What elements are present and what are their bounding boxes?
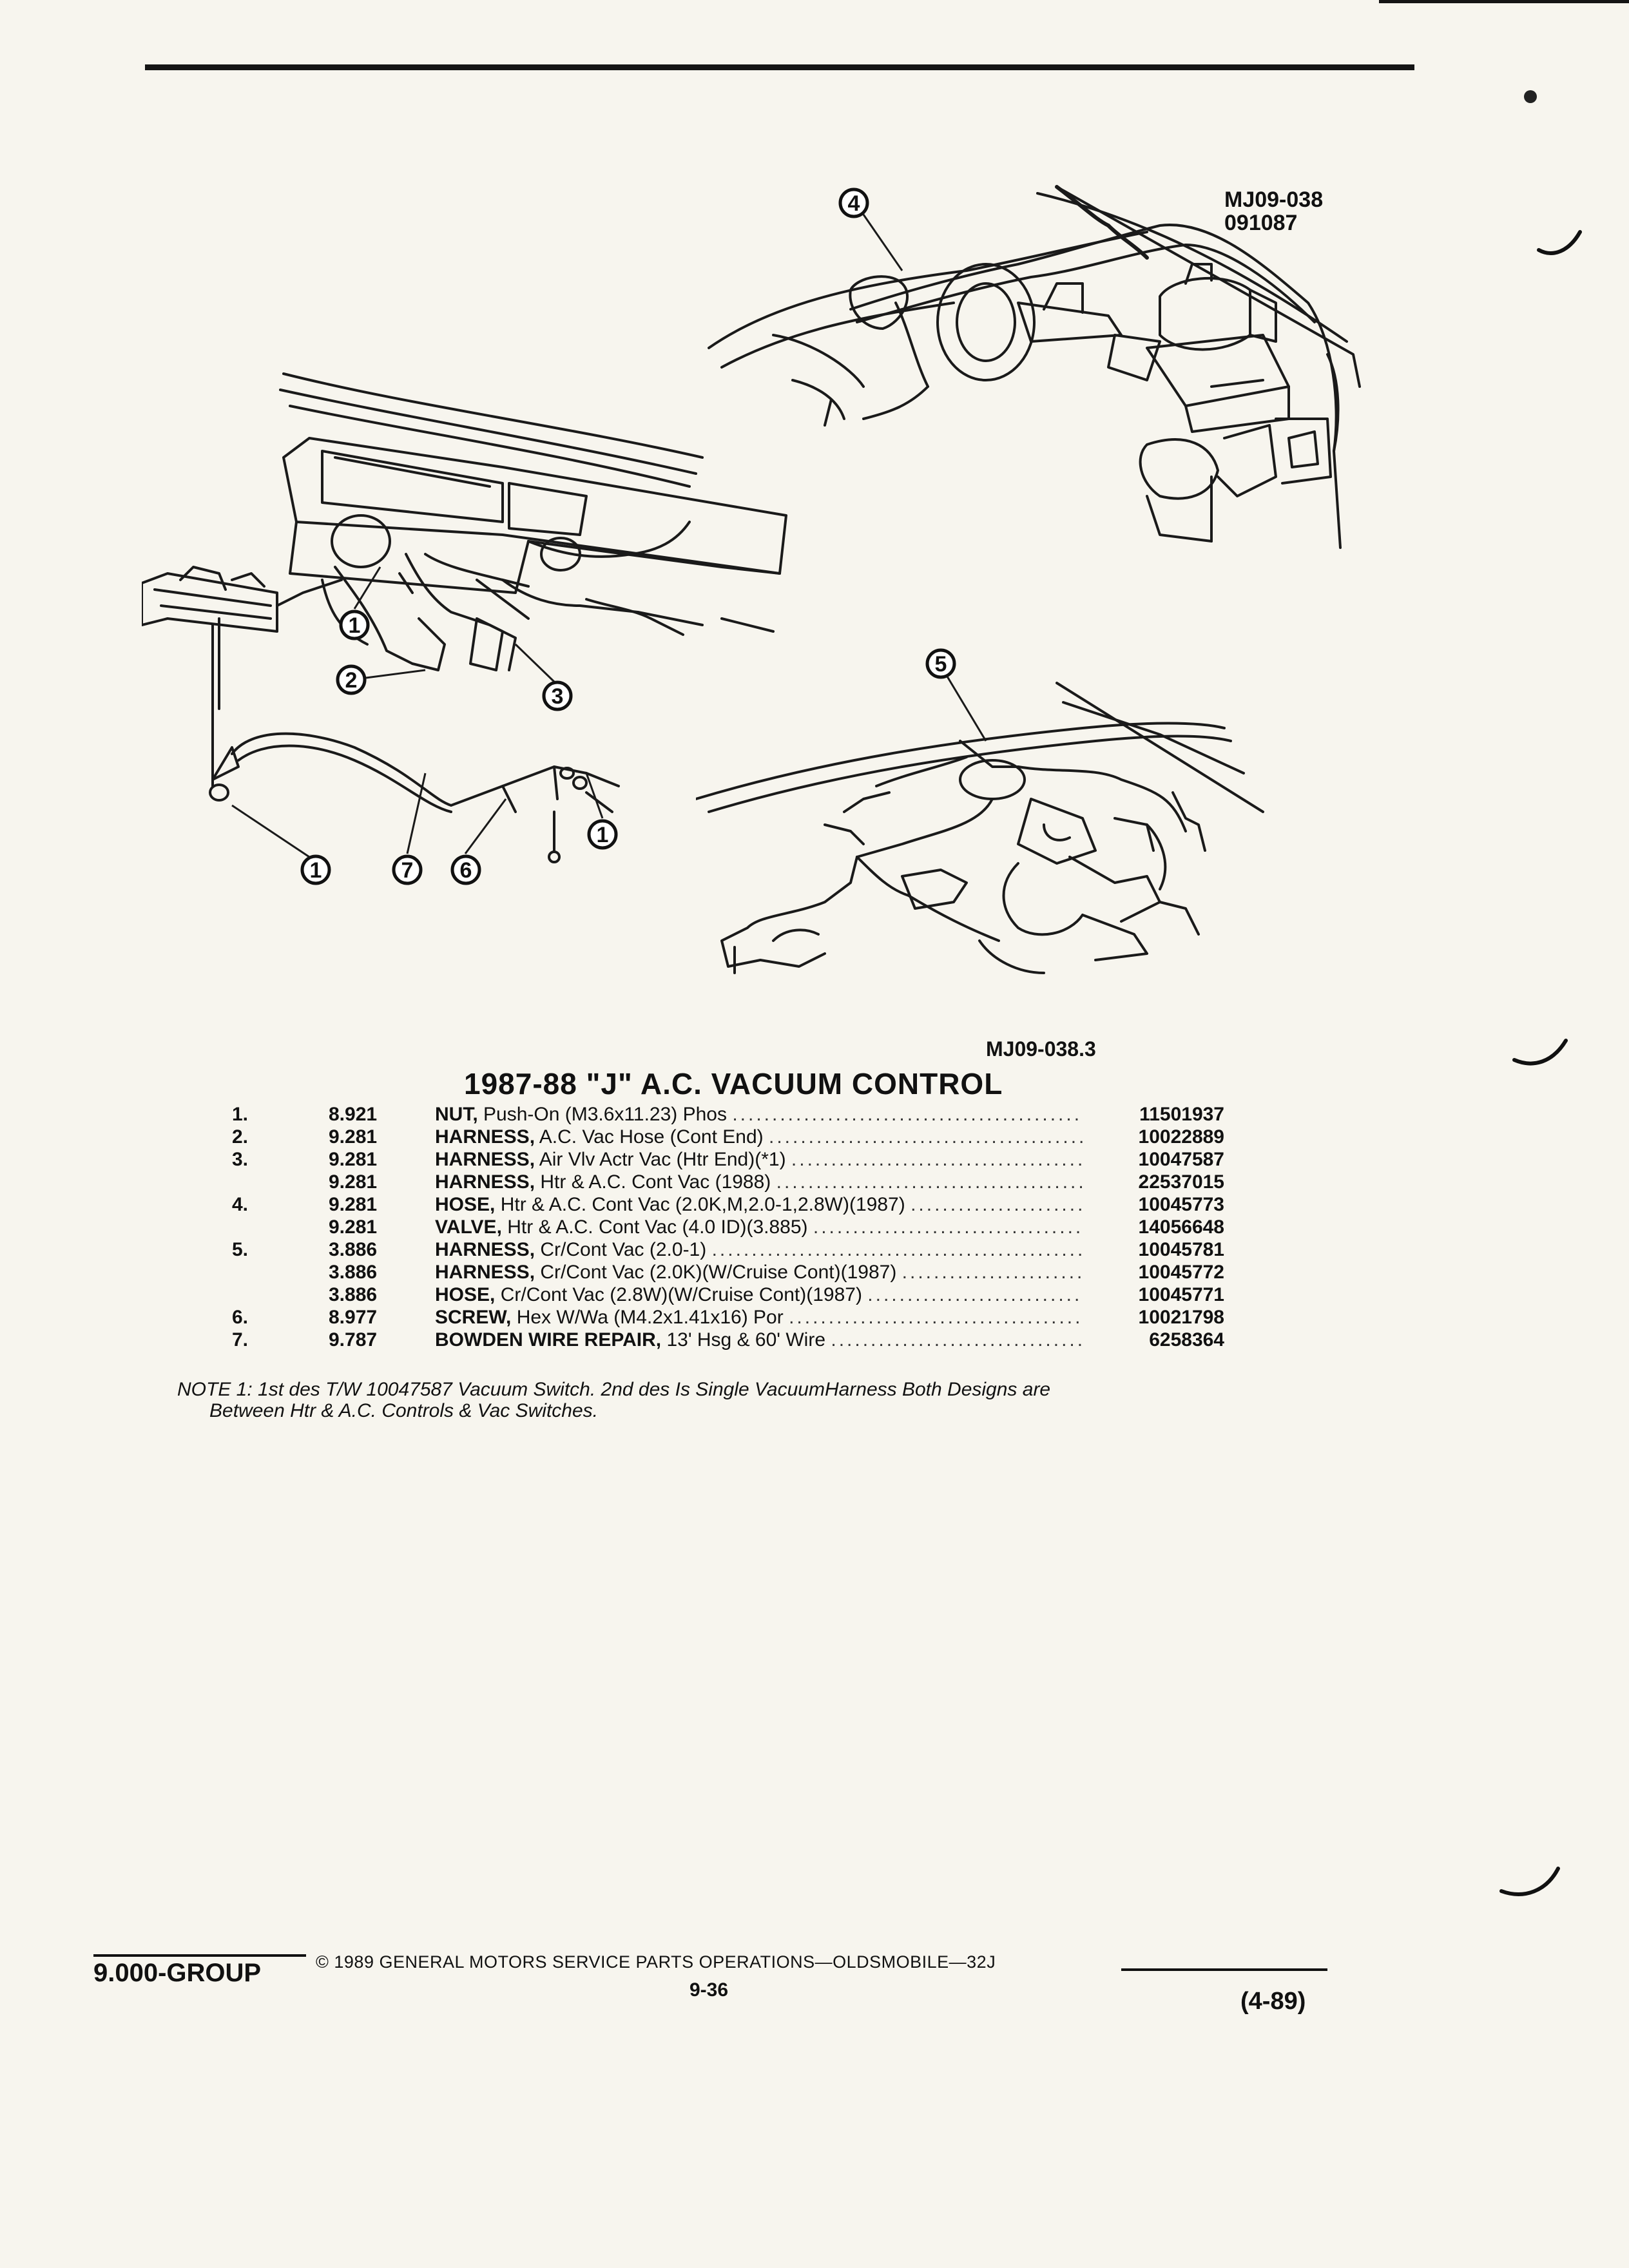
footer-rule-right — [1121, 1968, 1327, 1971]
engine-compartment-diagram — [708, 185, 1361, 549]
part-description: HARNESS, A.C. Vac Hose (Cont End) ......… — [435, 1126, 1083, 1148]
part-description: HARNESS, Air Vlv Actr Vac (Htr End)(*1) … — [435, 1149, 1083, 1170]
cruise-control-diagram — [696, 682, 1264, 974]
group-number: 9.281 — [329, 1171, 378, 1193]
item-number: 4. — [232, 1194, 249, 1215]
item-number: 7. — [232, 1329, 249, 1350]
figure-id: MJ09-038.3 — [986, 1037, 1096, 1061]
callout-5: 5 — [925, 648, 956, 679]
figure-ref-date: 091087 — [1224, 211, 1298, 235]
parts-row: 3. 9.281 HARNESS, Air Vlv Actr Vac (Htr … — [219, 1148, 1237, 1171]
item-number: 6. — [232, 1307, 249, 1328]
group-number: 9.281 — [329, 1149, 378, 1170]
part-description: VALVE, Htr & A.C. Cont Vac (4.0 ID)(3.88… — [435, 1216, 1083, 1238]
part-number: 22537015 — [1138, 1171, 1224, 1193]
callout-1-bottom-left: 1 — [300, 854, 331, 885]
part-number: 10045771 — [1138, 1284, 1224, 1305]
callout-7: 7 — [392, 854, 423, 885]
margin-mark — [1512, 1039, 1568, 1066]
callout-1-bottom-right: 1 — [587, 819, 618, 850]
group-number: 8.921 — [329, 1104, 378, 1125]
group-number: 9.281 — [329, 1126, 378, 1148]
header-rule-corner — [1379, 0, 1629, 3]
part-description: SCREW, Hex W/Wa (M4.2x1.41x16) Por .....… — [435, 1307, 1083, 1328]
part-number: 14056648 — [1138, 1216, 1224, 1238]
footnote: NOTE 1: 1st des T/W 10047587 Vacuum Swit… — [177, 1379, 1286, 1421]
margin-mark — [1524, 90, 1537, 103]
group-number: 9.787 — [329, 1329, 378, 1350]
callout-3: 3 — [542, 680, 573, 711]
group-number: 3.886 — [329, 1284, 378, 1305]
svg-text:2: 2 — [345, 668, 358, 693]
part-number: 10045773 — [1138, 1194, 1224, 1215]
item-number: 3. — [232, 1149, 249, 1170]
part-number: 10021798 — [1138, 1307, 1224, 1328]
part-number: 6258364 — [1149, 1329, 1224, 1350]
svg-text:1: 1 — [310, 858, 322, 883]
parts-row: 3.886 HOSE, Cr/Cont Vac (2.8W)(W/Cruise … — [219, 1283, 1237, 1306]
heater-control-diagram — [142, 372, 787, 863]
callout-4: 4 — [838, 187, 869, 218]
footer-group: 9.000-GROUP — [93, 1959, 262, 1987]
svg-text:6: 6 — [460, 858, 472, 883]
svg-text:1: 1 — [349, 613, 361, 638]
parts-row: 9.281 VALVE, Htr & A.C. Cont Vac (4.0 ID… — [219, 1216, 1237, 1238]
parts-row: 7. 9.787 BOWDEN WIRE REPAIR, 13' Hsg & 6… — [219, 1329, 1237, 1351]
svg-text:5: 5 — [935, 652, 947, 677]
header-rule — [145, 64, 1414, 70]
group-number: 9.281 — [329, 1216, 378, 1238]
callout-6: 6 — [450, 854, 481, 885]
group-number: 9.281 — [329, 1194, 378, 1215]
margin-mark — [1499, 1867, 1560, 1896]
parts-row: 6. 8.977 SCREW, Hex W/Wa (M4.2x1.41x16) … — [219, 1306, 1237, 1329]
parts-row: 1. 8.921 NUT, Push-On (M3.6x11.23) Phos … — [219, 1103, 1237, 1126]
footer-page-number: 9-36 — [689, 1979, 729, 2001]
parts-row: 2. 9.281 HARNESS, A.C. Vac Hose (Cont En… — [219, 1126, 1237, 1148]
footnote-line-2: Between Htr & A.C. Controls & Vac Switch… — [209, 1400, 599, 1421]
parts-row: 4. 9.281 HOSE, Htr & A.C. Cont Vac (2.0K… — [219, 1193, 1237, 1216]
part-description: NUT, Push-On (M3.6x11.23) Phos .........… — [435, 1104, 1083, 1125]
figure-ref-code: MJ09-038 — [1224, 187, 1324, 212]
part-description: HARNESS, Cr/Cont Vac (2.0-1) ...........… — [435, 1239, 1083, 1260]
callout-2: 2 — [336, 664, 367, 695]
footer-rule-left — [93, 1954, 306, 1957]
group-number: 8.977 — [329, 1307, 378, 1328]
part-description: HOSE, Htr & A.C. Cont Vac (2.0K,M,2.0-1,… — [435, 1194, 1083, 1215]
item-number: 1. — [232, 1104, 249, 1125]
footnote-line-1: NOTE 1: 1st des T/W 10047587 Vacuum Swit… — [177, 1379, 1051, 1400]
part-number: 10045781 — [1138, 1239, 1224, 1260]
margin-mark — [1537, 230, 1582, 255]
part-number: 10045772 — [1138, 1262, 1224, 1283]
callout-leaders — [231, 214, 987, 858]
item-number: 2. — [232, 1126, 249, 1148]
callout-1-top: 1 — [339, 610, 370, 640]
svg-text:1: 1 — [597, 823, 609, 847]
footer-date: (4-89) — [1240, 1988, 1306, 2015]
part-description: HOSE, Cr/Cont Vac (2.8W)(W/Cruise Cont)(… — [435, 1284, 1083, 1305]
group-number: 3.886 — [329, 1239, 378, 1260]
part-description: BOWDEN WIRE REPAIR, 13' Hsg & 60' Wire .… — [435, 1329, 1083, 1350]
svg-text:4: 4 — [848, 191, 860, 216]
item-number: 5. — [232, 1239, 249, 1260]
part-number: 11501937 — [1139, 1104, 1224, 1125]
part-description: HARNESS, Cr/Cont Vac (2.0K)(W/Cruise Con… — [435, 1262, 1083, 1283]
group-number: 3.886 — [329, 1262, 378, 1283]
part-description: HARNESS, Htr & A.C. Cont Vac (1988) ....… — [435, 1171, 1083, 1193]
parts-row: 3.886 HARNESS, Cr/Cont Vac (2.0K)(W/Crui… — [219, 1261, 1237, 1283]
svg-text:7: 7 — [401, 858, 414, 883]
part-number: 10022889 — [1138, 1126, 1224, 1148]
svg-text:3: 3 — [552, 684, 564, 709]
parts-row: 5. 3.886 HARNESS, Cr/Cont Vac (2.0-1) ..… — [219, 1238, 1237, 1261]
footer-copyright: © 1989 GENERAL MOTORS SERVICE PARTS OPER… — [316, 1952, 996, 1972]
parts-list: 1. 8.921 NUT, Push-On (M3.6x11.23) Phos … — [219, 1103, 1237, 1351]
part-number: 10047587 — [1138, 1149, 1224, 1170]
parts-row: 9.281 HARNESS, Htr & A.C. Cont Vac (1988… — [219, 1171, 1237, 1193]
page-title: 1987-88 "J" A.C. VACUUM CONTROL — [464, 1067, 1003, 1100]
